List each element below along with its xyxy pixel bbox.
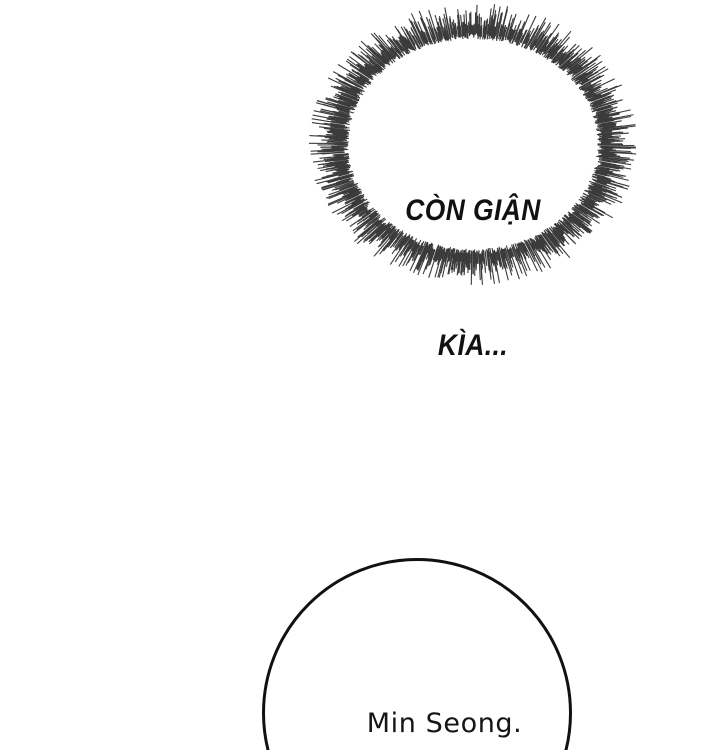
round-speech-bubble: Min Seong. xyxy=(262,558,572,750)
shout-bubble-line-1: CÒN GIẬN xyxy=(405,194,541,227)
round-bubble-line-1: Min Seong. xyxy=(366,708,523,739)
round-bubble-text: Min Seong. xyxy=(262,676,572,750)
shout-speech-bubble: CÒN GIẬN KÌA... xyxy=(308,2,638,362)
shout-bubble-outline-icon xyxy=(309,3,637,285)
shout-bubble-line-2: KÌA... xyxy=(437,329,509,362)
shout-bubble-text: CÒN GIẬN KÌA... xyxy=(328,98,618,458)
